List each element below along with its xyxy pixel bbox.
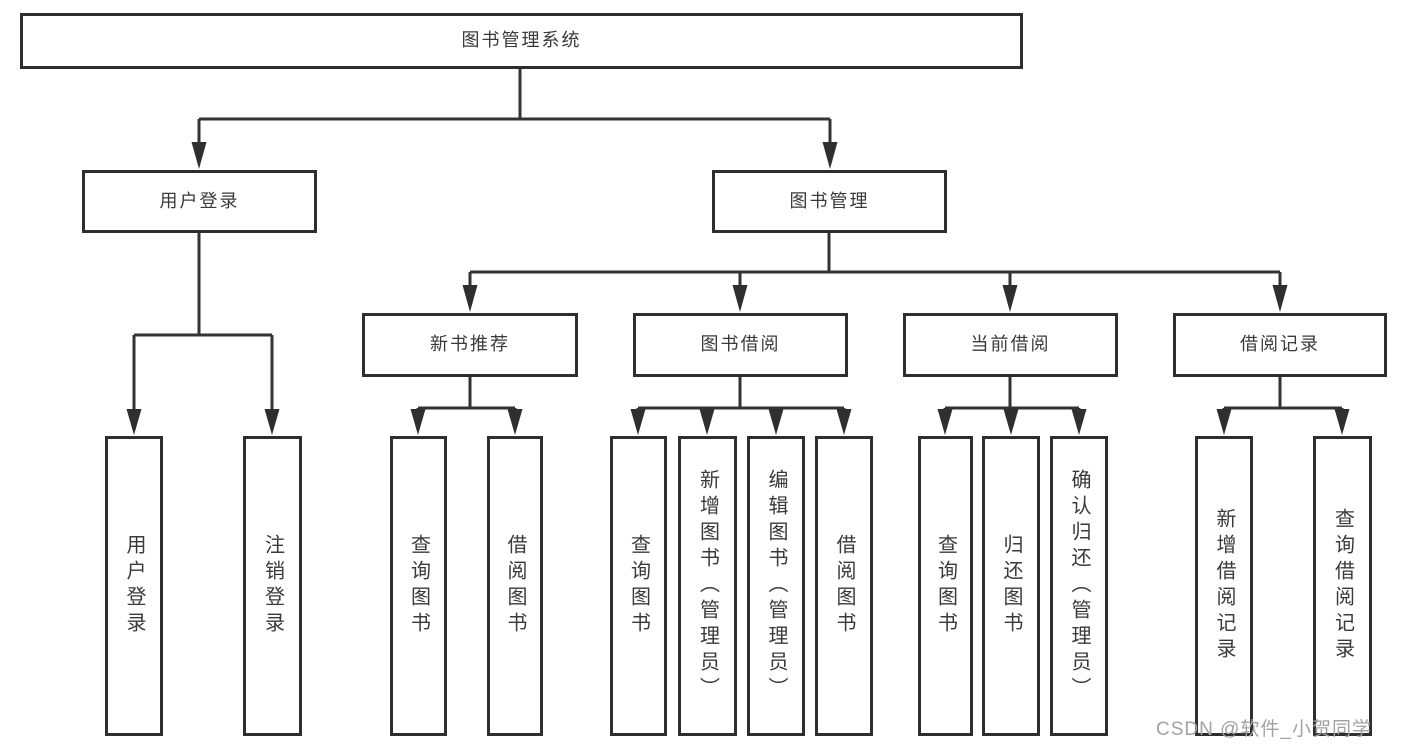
node-borrow-records: 借阅记录 — [1173, 313, 1387, 377]
arrowhead — [1071, 409, 1087, 435]
connector-root-to-level2 — [197, 69, 832, 146]
node-label: 确认归还（管理员） — [1068, 469, 1090, 703]
leaf-confirm-return-admin: 确认归还（管理员） — [1050, 436, 1108, 736]
arrowhead — [1272, 285, 1288, 312]
leaf-add-borrow-record: 新增借阅记录 — [1195, 436, 1253, 736]
arrowhead — [264, 409, 280, 435]
node-current-borrow: 当前借阅 — [903, 313, 1118, 377]
leaf-query-books-recommend: 查询图书 — [390, 436, 447, 736]
connector-book-borrow-children — [636, 377, 846, 414]
arrowhead — [191, 142, 207, 169]
arrowhead — [1003, 409, 1019, 435]
node-label: 新书推荐 — [430, 334, 510, 355]
arrowhead — [822, 142, 838, 169]
leaf-query-books-current: 查询图书 — [918, 436, 973, 736]
node-label: 用户登录 — [123, 534, 145, 638]
node-label: 用户登录 — [159, 190, 240, 211]
node-label: 注销登录 — [261, 534, 284, 638]
node-label: 当前借阅 — [970, 334, 1051, 355]
node-label: 查询图书 — [627, 534, 650, 638]
arrowhead — [126, 409, 142, 435]
leaf-edit-books-admin: 编辑图书（管理员） — [747, 436, 805, 736]
leaf-logout-login: 注销登录 — [243, 436, 302, 736]
arrowhead — [937, 409, 953, 435]
arrowhead — [1334, 409, 1350, 435]
node-label: 编辑图书（管理员） — [765, 469, 787, 703]
node-label: 借阅记录 — [1240, 334, 1320, 355]
node-label: 图书借阅 — [700, 334, 781, 355]
node-label: 新增图书（管理员） — [696, 469, 719, 703]
leaf-borrow-books-recommend: 借阅图书 — [487, 436, 543, 736]
leaf-add-books-admin: 新增图书（管理员） — [678, 436, 737, 736]
node-label: 借阅图书 — [833, 534, 855, 638]
node-root-system: 图书管理系统 — [20, 13, 1023, 69]
csdn-watermark: CSDN @软件_小贺同学 — [1156, 719, 1372, 740]
connector-book-management-children — [468, 233, 1282, 289]
node-label: 借阅图书 — [504, 534, 526, 638]
node-new-book-recommend: 新书推荐 — [362, 313, 578, 377]
leaf-borrow-books: 借阅图书 — [815, 436, 873, 736]
leaf-query-books-borrow: 查询图书 — [610, 436, 667, 736]
connector-borrow-records-children — [1222, 377, 1344, 414]
leaf-return-books: 归还图书 — [982, 436, 1040, 736]
arrowhead — [768, 409, 784, 435]
node-book-management: 图书管理 — [712, 170, 947, 233]
arrowhead — [1216, 409, 1232, 435]
arrowhead — [836, 409, 852, 435]
node-label: 查询图书 — [407, 534, 430, 638]
connector-new-book-recommend-children — [416, 377, 517, 414]
node-label: 归还图书 — [1000, 534, 1022, 638]
node-label: 图书管理 — [789, 190, 870, 211]
arrowhead — [507, 409, 523, 435]
connector-current-borrow-children — [943, 377, 1081, 414]
node-label: 图书管理系统 — [461, 30, 582, 51]
connector-user-login-children — [132, 233, 274, 414]
arrowhead — [410, 409, 426, 435]
node-label: 新增借阅记录 — [1213, 508, 1235, 664]
leaf-query-borrow-record: 查询借阅记录 — [1313, 436, 1372, 736]
leaf-user-login: 用户登录 — [105, 436, 163, 736]
node-label: 查询借阅记录 — [1331, 508, 1354, 664]
arrowhead — [699, 409, 715, 435]
node-book-borrow: 图书借阅 — [633, 313, 848, 377]
arrowhead — [630, 409, 646, 435]
node-label: 查询图书 — [934, 534, 957, 638]
arrowhead — [732, 285, 748, 312]
arrowhead — [462, 285, 478, 312]
node-user-login: 用户登录 — [82, 170, 317, 233]
arrowhead — [1002, 285, 1018, 312]
